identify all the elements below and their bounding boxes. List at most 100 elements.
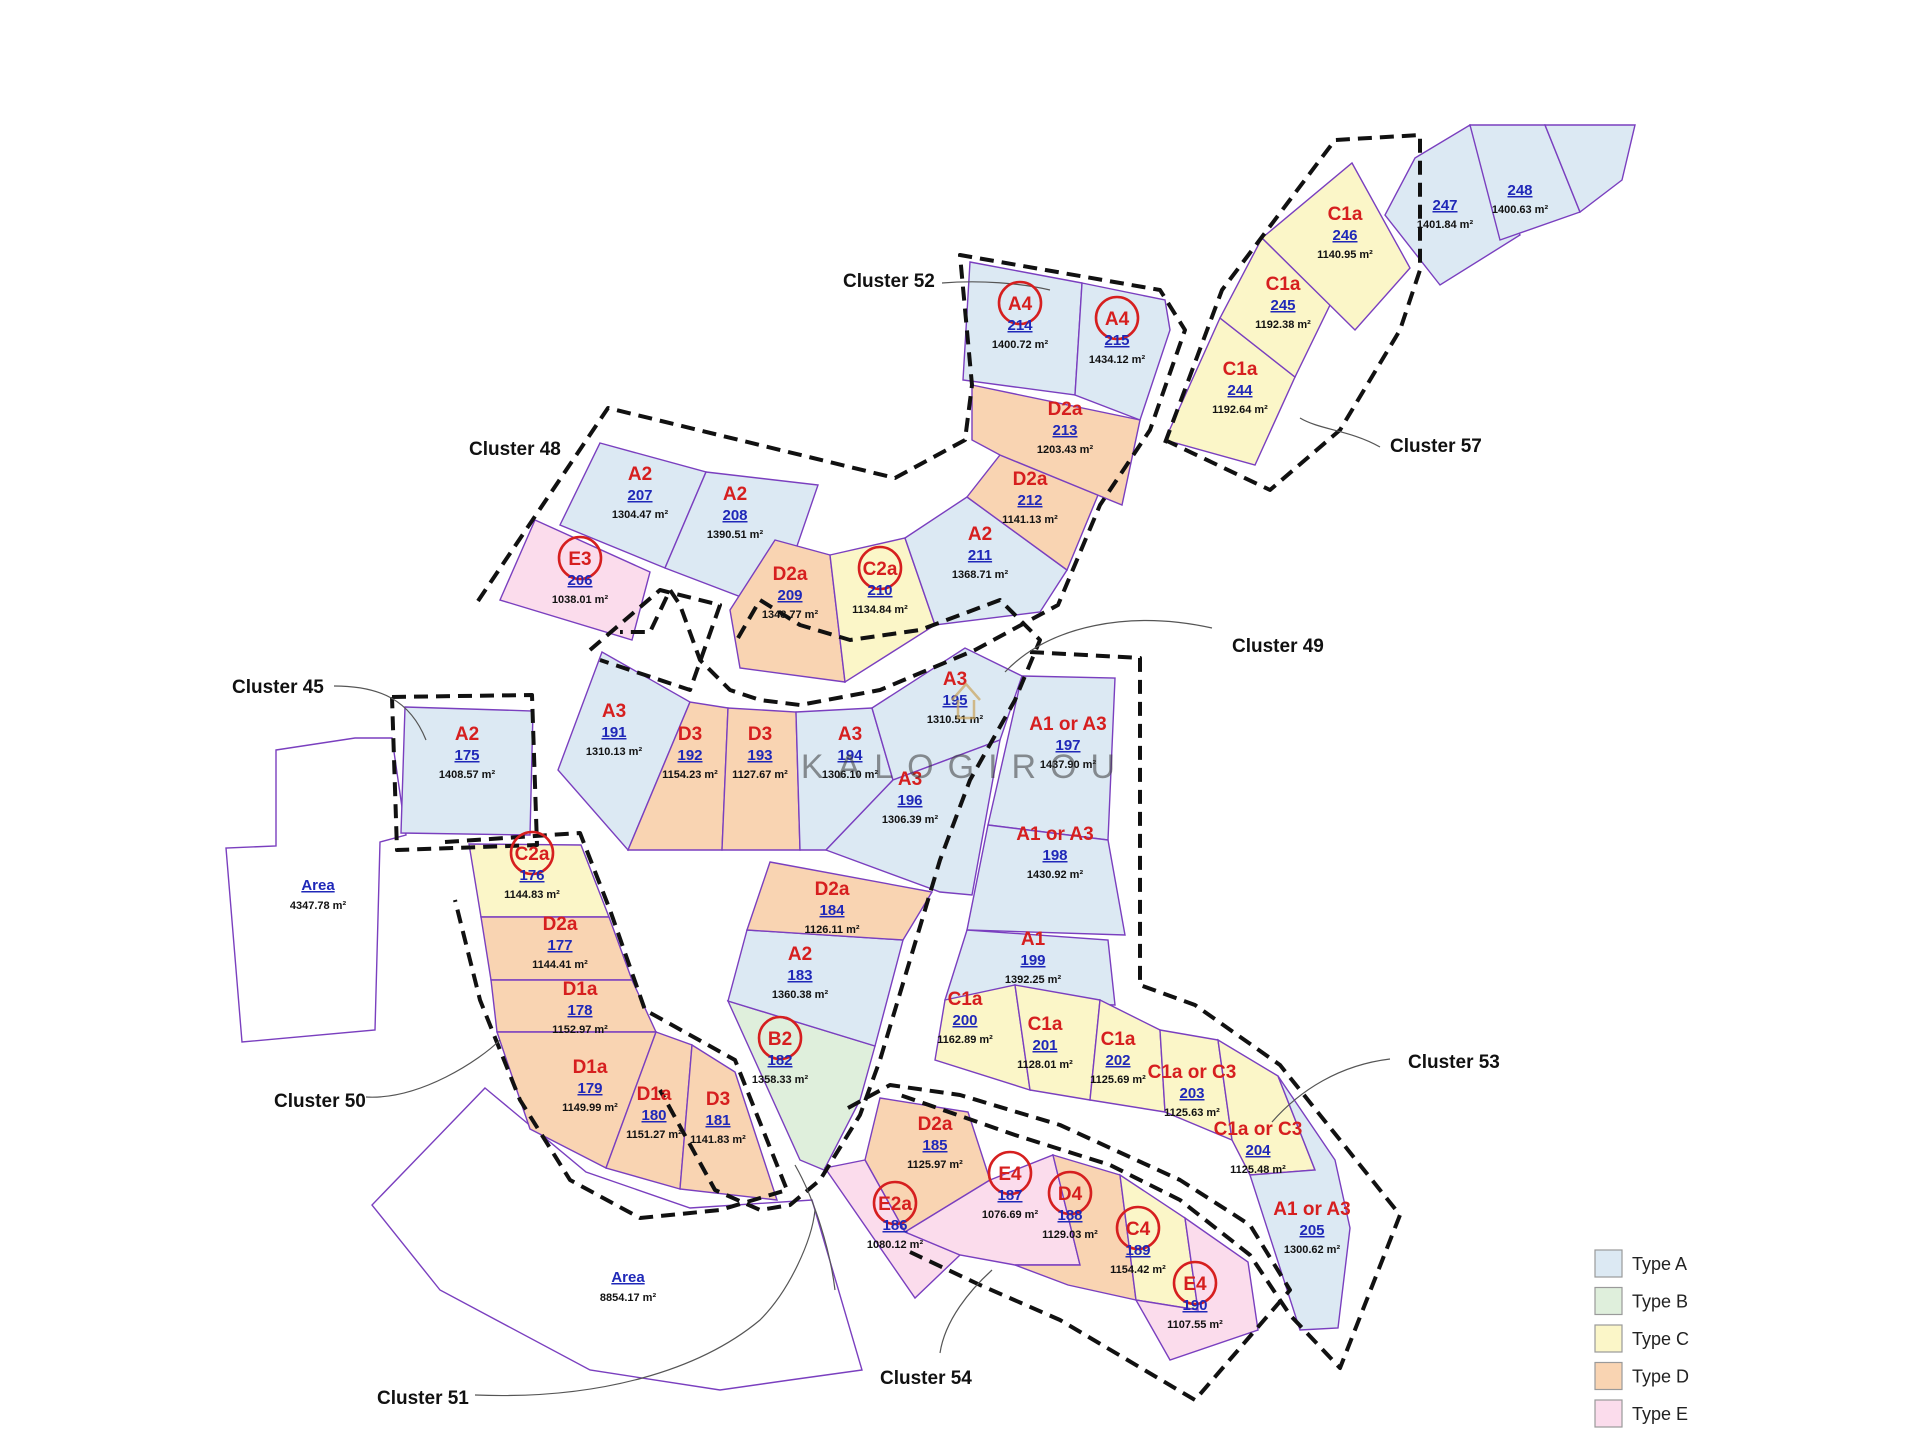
highlight-circle-icon: [1172, 1260, 1218, 1306]
plot-partial-shape[interactable]: [1543, 124, 1636, 214]
plot-type-label: D2a: [815, 879, 850, 900]
plot-type-label: C1a or C3: [1148, 1062, 1237, 1083]
legend-item-type-c: Type C: [1594, 1324, 1689, 1353]
plot-type-label: A4: [1105, 309, 1130, 330]
plot-size: 1401.84 m²: [1417, 219, 1474, 231]
leader-line-2: [941, 281, 1051, 291]
plot-size: 1192.64 m²: [1212, 404, 1268, 416]
plot-215-shape[interactable]: [1074, 282, 1171, 421]
plot-number: 190: [1182, 1297, 1207, 1314]
plot-206-shape[interactable]: [499, 519, 651, 641]
legend-item-type-d: Type D: [1594, 1361, 1689, 1391]
plot-number: 196: [897, 792, 922, 809]
plot-211-shape[interactable]: [904, 496, 1068, 626]
plot-type-label: D4: [1058, 1184, 1083, 1205]
plot-type-label: E4: [998, 1164, 1022, 1185]
plot-size: 1144.83 m²: [504, 889, 560, 901]
plot-209-shape[interactable]: [729, 539, 846, 683]
plot-number: 185: [922, 1137, 947, 1154]
plot-size: 1126.11 m²: [804, 924, 859, 936]
plot-size: 1107.55 m²: [1167, 1319, 1223, 1331]
leader-line-1: [333, 685, 427, 741]
cluster-boundary-8: [1163, 133, 1422, 492]
plot-number: 189: [1125, 1242, 1150, 1259]
plot-number: 206: [567, 572, 592, 589]
legend-swatch: [1594, 1249, 1623, 1278]
plot-190-shape[interactable]: [1134, 1216, 1259, 1361]
plot-size: 1192.38 m²: [1255, 319, 1311, 331]
plot-number: 203: [1179, 1085, 1204, 1102]
leader-line-6: [1299, 417, 1381, 448]
plot-198-shape[interactable]: [966, 824, 1126, 936]
plot-205-shape[interactable]: [1249, 1075, 1351, 1331]
highlight-circle-icon: [1115, 1205, 1161, 1251]
highlight-circle-icon: [557, 535, 603, 581]
plot-type-label: C1a: [1028, 1014, 1063, 1035]
plot-246-shape[interactable]: [1260, 161, 1411, 332]
plot-number: 209: [777, 587, 802, 604]
plot-type-label: D2a: [773, 564, 808, 585]
plot-196-shape[interactable]: [824, 738, 1001, 896]
plot-181-shape[interactable]: [679, 1043, 779, 1201]
plot-184-shape[interactable]: [746, 861, 934, 941]
cluster-boundary-2: [476, 253, 1187, 707]
plot-175-shape[interactable]: [400, 706, 534, 836]
plot-number: 199: [1020, 952, 1045, 969]
cluster-boundary-3: [658, 598, 1042, 1212]
plot-type-label: C1a or C3: [1214, 1119, 1303, 1140]
plot-213-shape[interactable]: [971, 384, 1141, 506]
legend-label: Type E: [1632, 1404, 1688, 1424]
watermark-text: KALOGIROU: [801, 748, 1129, 786]
plot-199-shape[interactable]: [944, 929, 1116, 1006]
plot-size: 1129.03 m²: [1042, 1229, 1098, 1241]
